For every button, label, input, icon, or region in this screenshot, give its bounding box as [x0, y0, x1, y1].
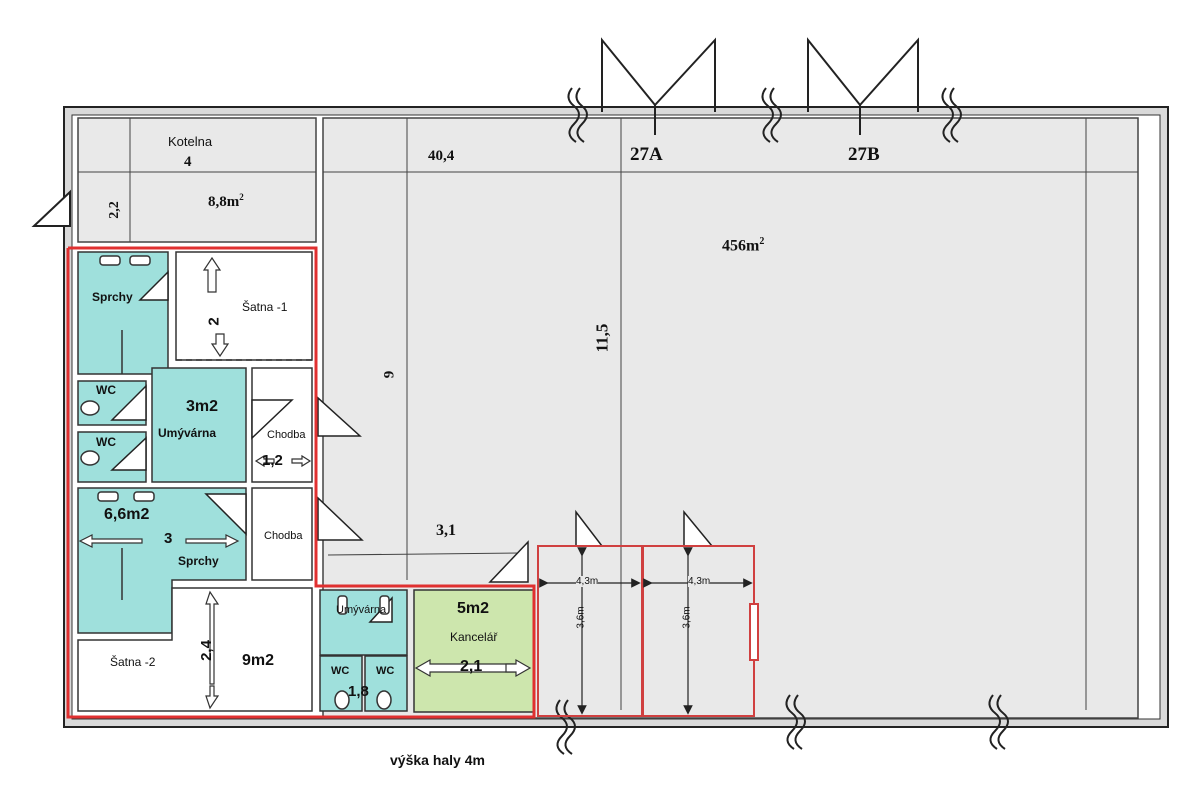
changing-room-2-area: 9m2	[242, 652, 275, 669]
wc-dim-label: 1,8	[348, 683, 369, 700]
wc-3-label: WC	[331, 665, 350, 677]
washroom-1-area: 3m2	[186, 398, 219, 415]
hall-length-label: 40,4	[428, 148, 455, 164]
hall-area-label: 456m2	[722, 236, 764, 255]
hall-height-note: výška haly 4m	[390, 752, 485, 768]
wet-rooms	[77, 251, 408, 712]
boiler-area-value: 8,8m	[208, 194, 240, 210]
bay-1-width: 4,3m	[576, 576, 599, 587]
entry-door	[31, 189, 71, 227]
hall-dimension-lines	[78, 118, 1138, 710]
washroom-2-label: Umývárna	[336, 604, 387, 616]
office-room	[413, 589, 535, 713]
showers-top-label: Sprchy	[92, 290, 133, 304]
door-swings	[110, 270, 714, 623]
office-label: Kancelář	[450, 630, 498, 644]
hall-area-exp: 2	[759, 236, 765, 247]
corridor-1-dim: 1,2	[262, 452, 283, 469]
door-27b-label: 27B	[848, 144, 880, 165]
hall-area-value: 456	[722, 237, 746, 255]
corridor-1-label: Chodba	[267, 429, 306, 441]
hall-bottom-dim-label: 3,1	[436, 522, 456, 539]
boiler-area-exp: 2	[239, 192, 244, 202]
changing-room-2-dim: 2,4	[197, 640, 215, 661]
fixtures	[80, 255, 392, 710]
hall-width-right-label: 11,5	[592, 323, 612, 353]
bay-1-depth: 3,6m	[575, 606, 587, 629]
dock-doors	[601, 37, 919, 135]
door-27a-label: 27A	[630, 144, 663, 165]
wc-1-label: WC	[96, 383, 116, 397]
red-outlines	[66, 246, 536, 719]
boiler-room	[77, 117, 317, 243]
changing-room-1-label: Šatna -1	[242, 300, 288, 314]
wc-4-label: WC	[376, 665, 395, 677]
washroom-1-label: Umývárna	[158, 426, 217, 440]
wc-2-label: WC	[96, 435, 116, 449]
changing-room-1-dim: 2	[205, 317, 223, 326]
boiler-length-label: 4	[184, 154, 192, 170]
parking-bays	[537, 545, 759, 717]
bay-2-depth: 3,6m	[681, 606, 693, 629]
showers-2-label: Sprchy	[178, 554, 219, 568]
dimension-arrows	[78, 256, 532, 710]
showers-2-area: 6,6m2	[104, 506, 150, 523]
corridors	[77, 251, 313, 712]
hall-area-unit: m	[746, 237, 760, 255]
boiler-width-label: 2,2	[106, 201, 122, 219]
changing-room-2-label: Šatna -2	[110, 655, 156, 669]
hall-width-left-label: 9	[381, 370, 398, 379]
office-dim: 2,1	[460, 658, 483, 675]
wall-break-marks	[555, 87, 1009, 755]
office-area: 5m2	[457, 600, 490, 617]
showers-2-dim: 3	[164, 530, 173, 547]
bay-2-width: 4,3m	[688, 576, 711, 587]
corridor-2-label: Chodba	[264, 530, 303, 542]
boiler-area-label: 8,8m2	[208, 192, 244, 211]
boiler-room-name: Kotelna	[168, 134, 213, 149]
